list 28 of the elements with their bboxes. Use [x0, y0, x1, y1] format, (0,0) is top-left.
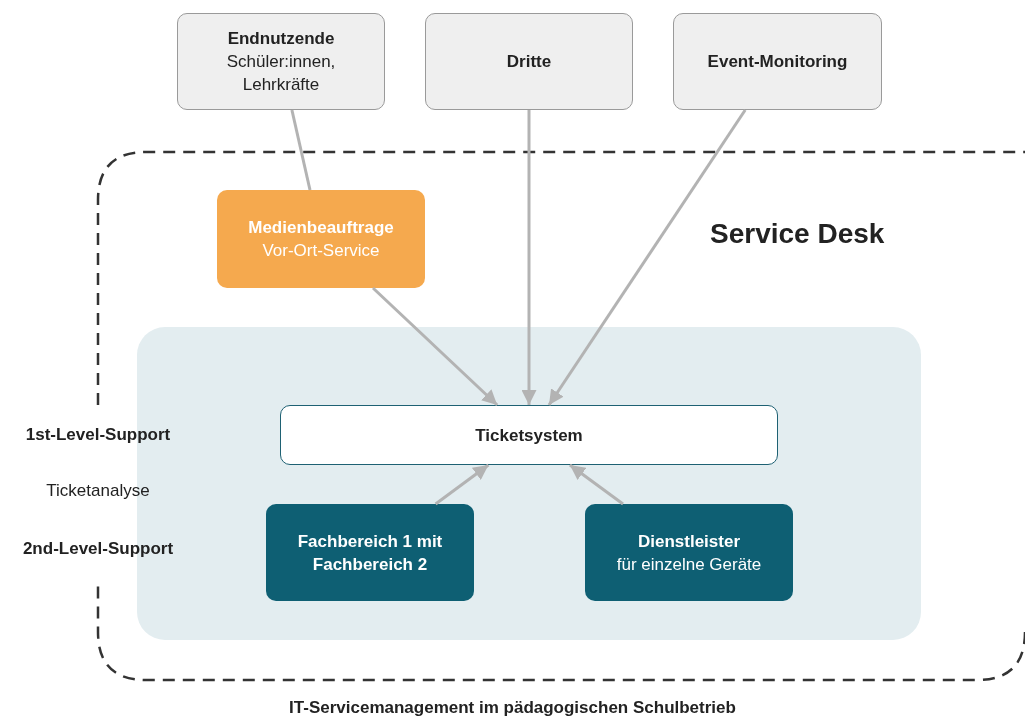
node-heading: Dritte	[505, 51, 553, 73]
source-box	[425, 13, 633, 110]
node-heading: Ticketsystem	[474, 424, 584, 447]
arrow	[521, 110, 537, 405]
node-text: Schüler:innen, Lehrkräfte	[225, 51, 337, 96]
node-heading: Medienbeauftrage	[247, 217, 395, 239]
source-box	[177, 13, 385, 110]
provider-box	[585, 504, 793, 601]
level-label: 1st-Level-Support	[25, 425, 171, 445]
service-box	[217, 190, 425, 288]
arrow	[569, 463, 624, 506]
arrow	[547, 109, 747, 406]
arrow	[371, 286, 499, 407]
node-heading: Event-Monitoring	[706, 51, 849, 73]
region-title: Service Desk	[710, 222, 885, 245]
level-label: 2nd-Level-Support	[22, 539, 174, 559]
ticket-system-box	[280, 405, 778, 465]
connector-line	[290, 109, 312, 191]
node-text: für einzelne Geräte	[615, 553, 763, 576]
node-heading: Fachbereich 1 mit Fachbereich 2	[296, 530, 444, 576]
node-text: Vor-Ort-Service	[261, 240, 381, 262]
department-box	[266, 504, 474, 601]
node-heading: Dienstleister	[636, 530, 741, 553]
level-label: Ticketanalyse	[46, 481, 150, 501]
source-box	[673, 13, 882, 110]
arrow	[434, 463, 490, 506]
caption: IT-Servicemanagement im pädagogischen Schulbetrieb	[288, 698, 737, 718]
node-heading: Endnutzende	[226, 28, 336, 50]
